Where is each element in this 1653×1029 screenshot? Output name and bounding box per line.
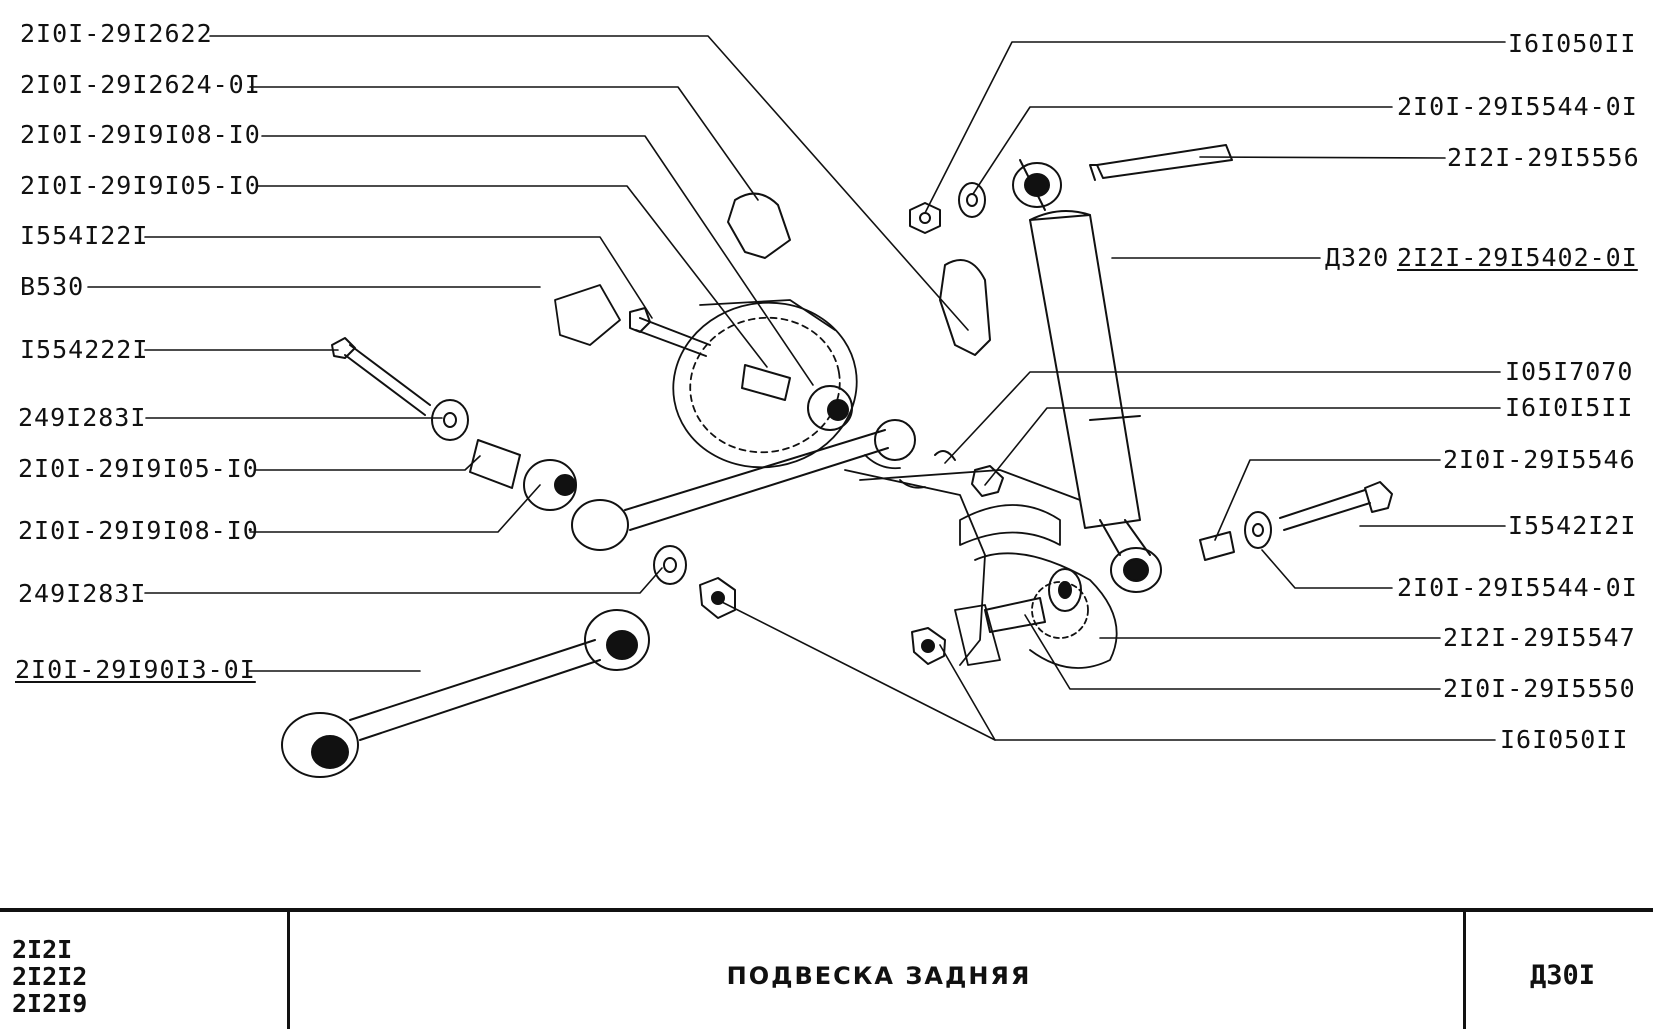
right-fasteners [911,450,1393,665]
title-block-divider-right [1463,908,1466,1029]
part-label-2121-2915556: 2I2I-29I5556 [1447,143,1640,172]
sheet-code: Д30I [1529,960,1596,991]
bump-stops [727,192,991,356]
part-label-2101-2915544-01-upper: 2I0I-29I5544-0I [1397,92,1638,121]
part-label-2491283i-lower: 249I283I [18,579,147,608]
part-label-1554122i: I554I22I [20,221,149,250]
upper-arm [571,419,916,551]
part-label-2121-2915402-01: 2I2I-29I5402-0I [1397,243,1638,272]
part-label-1554212i: I5542I2I [1508,511,1637,540]
part-label-2101-2919105-10-lower: 2I0I-29I9I05-I0 [18,454,259,483]
title-block-divider-left [287,908,290,1029]
shock-absorber [1012,159,1162,593]
rear-suspension-drawing [87,35,1506,778]
left-fasteners [331,307,853,619]
part-label-d320: Д320 [1325,243,1390,272]
part-label-1554222i: I554222I [20,335,149,364]
part-label-1610151i: I6I0I5II [1505,393,1634,422]
part-label-2121-2915547: 2I2I-29I5547 [1443,623,1636,652]
sheet-title: ПОДВЕСКА ЗАДНЯЯ [726,962,1032,990]
leader-lines-left [87,35,969,672]
part-label-2101-2912622: 2I0I-29I2622 [20,19,213,48]
part-label-2101-2912624-01: 2I0I-29I2624-0I [20,70,261,99]
part-label-2101-2915544-01-lower: 2I0I-29I5544-0I [1397,573,1638,602]
part-label-2101-2915550: 2I0I-29I5550 [1443,674,1636,703]
title-block-top-border [0,908,1653,912]
part-label-1610501i-upper: I6I050II [1508,29,1637,58]
part-label-2491283i-upper: 249I283I [18,403,147,432]
upper-nut-washer [909,182,986,234]
model-item: 2I2I9 [12,989,88,1018]
title-block [0,908,1653,1029]
part-label-v530: В530 [20,272,85,301]
part-label-2101-2919013-01: 2I0I-29I90I3-0I [15,655,256,684]
upper-shock-bolt [1089,144,1233,181]
part-label-2101-2919108-10-upper: 2I0I-29I9I08-I0 [20,120,261,149]
axle-housing [554,284,1118,669]
lower-arm [281,609,650,778]
model-item: 2I2I [12,935,73,964]
part-label-10517070: I05I7070 [1505,357,1634,386]
part-label-1610501i-lower: I6I050II [1500,725,1629,754]
model-list: 2I2I 2I2I2 2I2I9 [12,936,87,1017]
part-label-2101-2919105-10-upper: 2I0I-29I9I05-I0 [20,171,261,200]
model-item: 2I2I2 [12,962,88,991]
part-label-2101-2919108-10-lower: 2I0I-29I9I08-I0 [18,516,259,545]
leader-lines-right [711,41,1506,741]
part-label-2101-2915546: 2I0I-29I5546 [1443,445,1636,474]
